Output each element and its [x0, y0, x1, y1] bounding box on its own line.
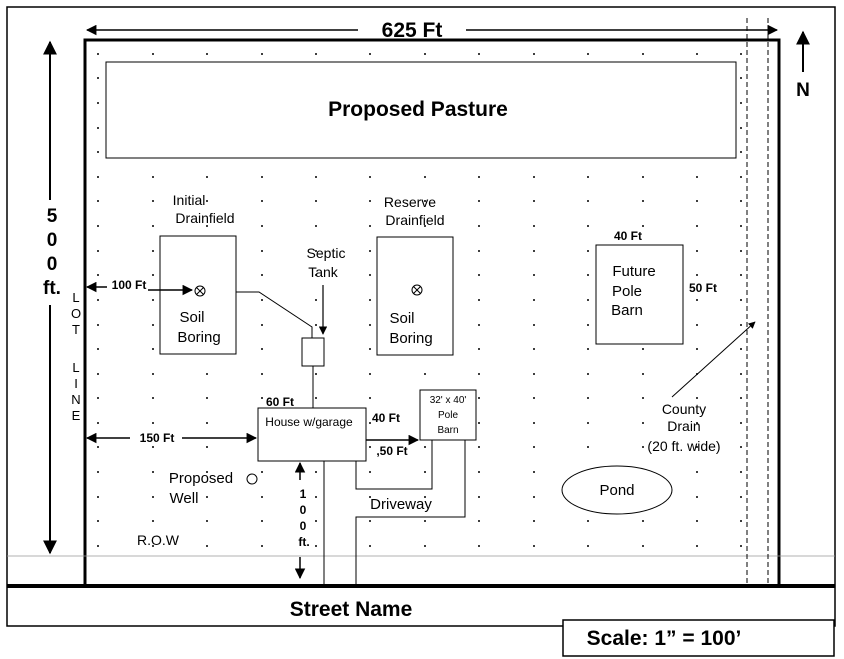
page-frame [6, 6, 836, 627]
county-drain-pointer [671, 321, 756, 398]
pole-barn [419, 389, 477, 441]
soil-boring-icon [194, 285, 206, 297]
width-dimension-label: 625 Ft [382, 19, 443, 42]
driveway [323, 440, 466, 585]
lot-line-char-5: I [74, 376, 78, 391]
future-barn-label-1: Future [612, 263, 655, 280]
initial-drainfield [159, 235, 237, 355]
height-dimension-char-4: ft. [43, 278, 61, 299]
dim-50ft-future-label: 50 Ft [689, 281, 717, 295]
septic-tank-label-2: Tank [308, 264, 339, 280]
county-drain-label-2: Drain [667, 418, 700, 434]
proposed-well-label-2: Well [170, 490, 199, 507]
initial-drainfield-label-2: Drainfield [175, 210, 234, 226]
septic-tank [301, 337, 325, 367]
reserve-drainfield-label-1: Reserve [384, 194, 436, 210]
reserve-soil-boring-label-2: Boring [389, 330, 432, 347]
lot-line-char-2: O [71, 306, 81, 321]
county-drain-label-3: (20 ft. wide) [647, 438, 720, 454]
lot-line-char-4: L [72, 360, 79, 375]
row-label: R.O.W [137, 532, 180, 548]
north-label: N [796, 80, 810, 101]
pole-barn-label-2: Pole [438, 410, 458, 421]
future-pole-barn [595, 244, 684, 345]
pond-label: Pond [599, 482, 634, 499]
property-boundary [83, 38, 781, 585]
well-icon [246, 473, 258, 485]
proposed-well-label-1: Proposed [169, 470, 233, 487]
dim-150ft-label: 150 Ft [140, 431, 175, 445]
pole-barn-label-3: Barn [437, 425, 458, 436]
dim-60ft-label: 60 Ft [266, 395, 294, 409]
pond [561, 465, 673, 515]
street-name-label: Street Name [290, 598, 413, 621]
dim-50ft-barn-label: ,50 Ft [376, 444, 407, 458]
lot-line-char-3: T [72, 322, 80, 337]
height-dimension-char-3: 0 [47, 254, 58, 275]
height-dimension-char-1: 5 [47, 206, 58, 227]
lot-line-char-1: L [72, 290, 79, 305]
dim-100ft-vertical-char-4: ft. [298, 535, 309, 549]
future-barn-label-2: Pole [612, 283, 642, 300]
initial-soil-boring-label-1: Soil [179, 309, 204, 326]
initial-drainfield-label-1: Initial [173, 192, 206, 208]
dim-100ft-label: 100 Ft [112, 278, 147, 292]
initial-soil-boring-label-2: Boring [177, 329, 220, 346]
dim-100ft-vertical-char-1: 1 [300, 487, 307, 501]
septic-tank-label-1: Septic [307, 245, 346, 261]
dim-100ft-vertical-char-3: 0 [300, 519, 307, 533]
reserve-soil-boring-label-1: Soil [389, 310, 414, 327]
soil-boring-icon [411, 284, 423, 296]
county-drain-label-1: County [662, 401, 706, 417]
house-with-garage [257, 407, 367, 462]
scale-label: Scale: 1” = 100’ [587, 627, 742, 650]
pole-barn-label-1: 32' x 40' [430, 395, 467, 406]
dim-100ft-vertical-char-2: 0 [300, 503, 307, 517]
driveway-label: Driveway [370, 496, 432, 513]
height-dimension-char-2: 0 [47, 230, 58, 251]
lot-line-char-6: N [71, 392, 80, 407]
proposed-pasture-label: Proposed Pasture [328, 98, 508, 121]
future-barn-label-3: Barn [611, 302, 643, 319]
house-label: House w/garage [265, 415, 353, 429]
dim-40ft-house-label: 40 Ft [372, 411, 400, 425]
lot-line-char-7: E [72, 408, 81, 423]
dim-40ft-future-label: 40 Ft [614, 229, 642, 243]
scale-box [562, 619, 835, 657]
proposed-pasture [105, 61, 737, 159]
drainfield-pipe [236, 291, 313, 338]
reserve-drainfield [376, 236, 454, 356]
reserve-drainfield-label-2: Drainfield [385, 212, 444, 228]
